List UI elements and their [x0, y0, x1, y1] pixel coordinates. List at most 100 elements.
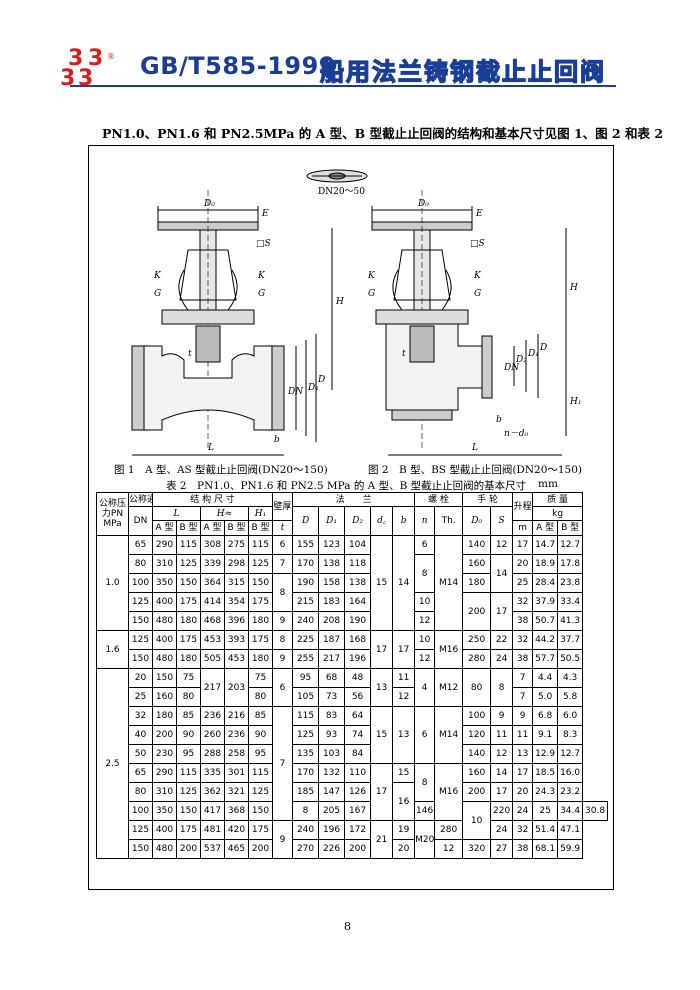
cell: 80	[176, 687, 201, 707]
cell: 147	[318, 782, 346, 802]
cell: 12	[414, 649, 436, 669]
cell: 23.8	[557, 573, 584, 593]
cell: 354	[224, 592, 249, 612]
table-row: 25 160 80 80 105 73 56 12 7 5.0 5.8	[97, 687, 608, 707]
logo-digit: 3	[68, 46, 84, 71]
cell: 32	[128, 706, 153, 726]
cell: 280	[434, 820, 464, 840]
cell: 150	[247, 801, 274, 821]
cell: 85	[247, 706, 274, 726]
logo-digit: 3	[60, 66, 76, 91]
cell: 8	[414, 554, 436, 593]
cell: 8.3	[557, 725, 584, 745]
cell: 93	[318, 725, 346, 745]
cell: 24	[512, 801, 534, 821]
cell: 47.1	[557, 820, 584, 840]
cell: 6	[272, 668, 294, 707]
cell: 230	[152, 744, 177, 764]
cell: 90	[247, 725, 274, 745]
table-row: 32 180 85 236 216 85 7 115 83 64 15 13 6…	[97, 706, 608, 821]
cell: 226	[318, 839, 346, 859]
cell: 168	[344, 630, 372, 650]
cell: 17	[512, 535, 534, 555]
cell: 75	[247, 668, 274, 688]
label-s: □S	[470, 239, 485, 249]
cell: 217	[318, 649, 346, 669]
cell: 18.5	[532, 763, 559, 783]
cell: 8	[272, 630, 294, 650]
cell: 480	[152, 611, 177, 631]
cell: 24	[490, 649, 514, 669]
label-b: b	[274, 435, 280, 445]
cell: 9.1	[532, 725, 559, 745]
cell: 30.8	[582, 801, 608, 821]
cell: 17	[512, 763, 534, 783]
header-row: DN L H≈ H₁ D D₁ D₂ d꜀ b n Th. D₀ S kg	[97, 506, 608, 536]
cell: 14	[490, 554, 514, 593]
cell: 200	[247, 839, 274, 859]
cell: 190	[292, 573, 320, 593]
cell: 10	[414, 630, 436, 650]
cell: 308	[200, 535, 225, 555]
figure-1-drawing	[131, 190, 333, 456]
cell: 9	[272, 820, 294, 859]
cell: 217	[200, 668, 225, 707]
cell: 48	[344, 668, 372, 688]
cell: 350	[152, 573, 177, 593]
cell: 138	[318, 554, 346, 574]
cell: 288	[200, 744, 225, 764]
cell: 24	[490, 820, 514, 840]
label-h: H	[335, 297, 344, 307]
cell: 7	[272, 554, 294, 574]
cell: M14	[434, 535, 464, 631]
label-g: G	[474, 289, 481, 299]
cell: 25	[532, 801, 559, 821]
cell: 38	[512, 649, 534, 669]
cell: 180	[176, 611, 201, 631]
cell: 180	[152, 706, 177, 726]
header-lift: 升程	[512, 492, 534, 521]
cell: 32	[512, 592, 534, 612]
label-t: t	[188, 349, 192, 359]
cell: M16	[434, 630, 464, 669]
header-structure: 结 构 尺 寸	[151, 492, 274, 507]
cell: 20	[512, 782, 534, 802]
cell: 120	[462, 725, 492, 745]
table-row: 150 480 200 537 465 200 270 226 200 20 1…	[97, 839, 608, 859]
cell: 187	[318, 630, 346, 650]
cell: 180	[247, 611, 274, 631]
label-dn: DN	[287, 387, 304, 397]
cell: 12.9	[532, 744, 559, 764]
cell: 115	[247, 763, 274, 783]
cell: 200	[462, 782, 492, 802]
cell: 16	[392, 782, 416, 821]
label-d0: D₀	[417, 199, 429, 209]
cell: 74	[344, 725, 372, 745]
cell: 250	[462, 630, 492, 650]
cell: 24.3	[532, 782, 559, 802]
label-g: G	[258, 289, 265, 299]
cell: 150	[128, 611, 153, 631]
label-l: L	[471, 443, 478, 453]
cell-pn: 2.5	[96, 668, 129, 859]
cell: 150	[128, 649, 153, 669]
cell: 50	[128, 744, 153, 764]
cell: 537	[200, 839, 225, 859]
cell: 150	[128, 839, 153, 859]
cell: 80	[128, 554, 153, 574]
cell: 11	[392, 668, 416, 688]
cell: 25	[512, 573, 534, 593]
header-wall-sym: t	[272, 520, 294, 536]
header-bolt: 螺 栓	[414, 492, 464, 507]
cell: 50.7	[532, 611, 559, 631]
publisher-logo: 3 3 3 3 ®	[60, 48, 130, 92]
cell: 12	[490, 535, 514, 555]
cell: 481	[200, 820, 225, 840]
cell: 298	[224, 554, 249, 574]
table-row: 150 480 180 468 396 180 9 240 208 190 12…	[97, 611, 608, 631]
cell: 16.0	[557, 763, 584, 783]
cell: M14	[434, 706, 464, 764]
figure-1-caption: 图 1 A 型、AS 型截止止回阀(DN20～150)	[114, 464, 328, 476]
cell: 27	[490, 839, 514, 859]
cell: 180	[462, 573, 492, 593]
